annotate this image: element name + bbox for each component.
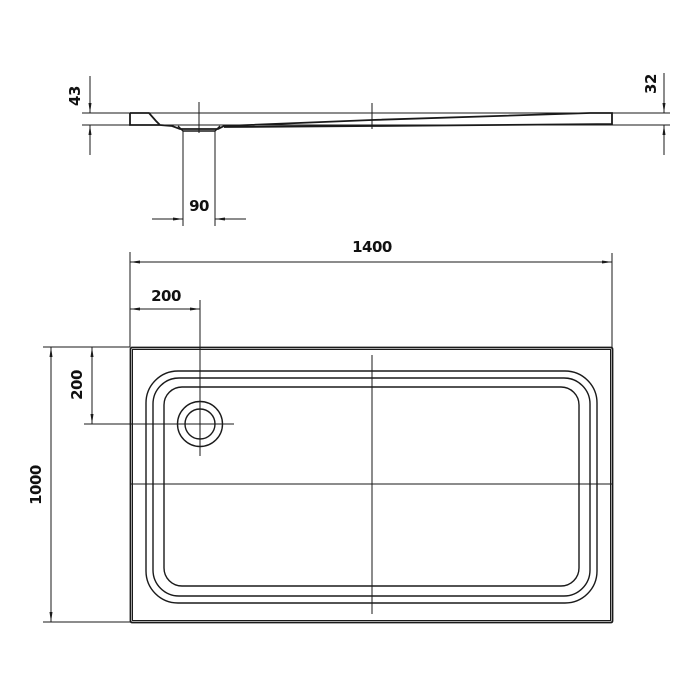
dim-200y-label: 200 <box>68 370 86 400</box>
dim-43-label: 43 <box>66 86 84 106</box>
side-section-view: 43 32 90 <box>66 73 670 226</box>
outer-rim-inner-edge <box>132 349 611 621</box>
dim-1400-label: 1400 <box>352 238 392 256</box>
outer-rim <box>129 346 614 624</box>
dim-90-label: 90 <box>189 197 209 215</box>
tray-profile <box>129 112 613 130</box>
dim-200x-label: 200 <box>151 287 181 305</box>
dim-32-label: 32 <box>642 74 660 94</box>
plan-view: 1400 200 1000 200 <box>27 238 614 624</box>
dim-1000-label: 1000 <box>27 465 45 505</box>
